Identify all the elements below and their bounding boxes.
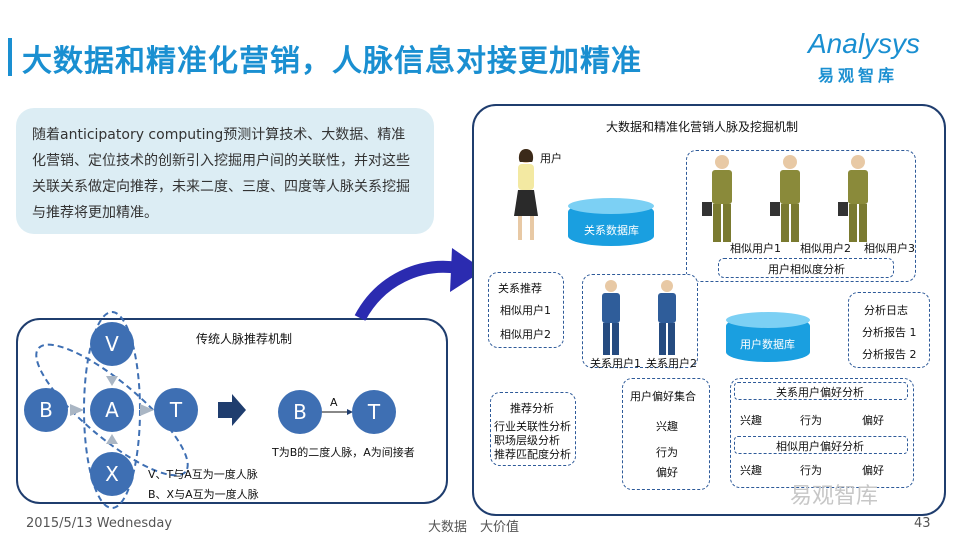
relation-user-icon-1: [602, 280, 620, 355]
relation-db-top: [568, 198, 654, 214]
result-node-b: B: [278, 390, 322, 434]
bigdata-title: 大数据和精准化营销人脉及挖掘机制: [606, 120, 799, 134]
page-number: 43: [914, 516, 931, 531]
businessman-icon-3: [838, 155, 868, 242]
watermark-text: 易观智库: [790, 484, 879, 509]
relation-user-2: 关系用户2: [646, 357, 697, 370]
businessman-icon-1: [702, 155, 732, 242]
rel-pref-title: 关系用户偏好分析: [776, 386, 864, 399]
note-v-t: V、T与A互为一度人脉: [148, 468, 258, 481]
note-b-x: B、X与A互为一度人脉: [148, 488, 259, 501]
user-person-icon: [514, 149, 538, 240]
sim-pref-col-1: 兴趣: [740, 464, 762, 477]
result-node-t: T: [352, 390, 396, 434]
sim-pref-col-2: 行为: [800, 464, 822, 477]
big-curved-arrow: [354, 260, 459, 321]
pref-set-item-2: 行为: [656, 446, 678, 459]
log-item-1: 分析日志: [864, 304, 908, 317]
similar-user-3: 相似用户3: [864, 242, 915, 255]
rec-item-2: 相似用户2: [500, 328, 551, 341]
sim-pref-title: 相似用户偏好分析: [776, 440, 864, 453]
node-x: X: [90, 452, 134, 496]
footer-date: 2015/5/13 Wednesday: [26, 516, 173, 531]
logo-subtitle: 易观智库: [818, 66, 899, 85]
pref-set-title: 用户偏好集合: [630, 390, 696, 403]
rec-analysis-1: 行业关联性分析: [494, 420, 571, 433]
analysys-logo: Analysys: [808, 28, 921, 59]
rel-pref-header: [734, 382, 908, 400]
traditional-title: 传统人脉推荐机制: [196, 332, 293, 346]
intro-text: 随着anticipatory computing预测计算技术、大数据、精准化营销…: [16, 108, 434, 234]
rec-item-1: 相似用户1: [500, 304, 551, 317]
user-label: 用户: [540, 152, 562, 165]
pref-set-box: [622, 378, 710, 490]
arrow-a-t: [140, 404, 154, 416]
relation-users-box: [582, 274, 698, 368]
rel-pref-col-2: 行为: [800, 414, 822, 427]
node-b: B: [24, 388, 68, 432]
node-a: A: [90, 388, 134, 432]
logs-box: [848, 292, 930, 368]
page-title: 大数据和精准化营销，人脉信息对接更加精准: [22, 44, 642, 79]
result-edge-label-a: A: [330, 396, 338, 409]
arrow-b-a: [70, 404, 84, 416]
arrow-x-a: [106, 434, 118, 444]
recommend-analysis-title: 推荐分析: [510, 402, 554, 415]
pref-set-item-3: 偏好: [656, 466, 678, 479]
relation-recommend-title: 关系推荐: [498, 282, 542, 295]
similar-user-1: 相似用户1: [730, 242, 781, 255]
note-second-degree: T为B的二度人脉，A为间接者: [272, 446, 415, 459]
sim-pref-header: [734, 436, 908, 454]
dashed-ellipse-bt: [35, 343, 189, 477]
log-item-3: 分析报告 2: [862, 348, 917, 361]
block-arrow-result: [218, 394, 246, 426]
title-accent-bar: [8, 38, 12, 76]
log-item-2: 分析报告 1: [862, 326, 917, 339]
user-db-label: 用户数据库: [740, 338, 795, 351]
rel-pref-col-3: 偏好: [862, 414, 884, 427]
rel-pref-col-1: 兴趣: [740, 414, 762, 427]
pref-set-item-1: 兴趣: [656, 420, 678, 433]
relation-db-label: 关系数据库: [584, 224, 639, 237]
user-db-top: [726, 312, 810, 328]
rec-analysis-3: 推荐匹配度分析: [494, 448, 571, 461]
arrow-v-a: [106, 376, 118, 386]
businessman-icon-2: [770, 155, 800, 242]
relation-recommend-box: [488, 272, 564, 348]
similarity-analysis-label: 用户相似度分析: [768, 263, 845, 276]
footer-tagline: 大数据 大价值: [428, 520, 520, 535]
recommend-analysis-box: [490, 392, 576, 466]
similarity-analysis-box: [718, 258, 894, 278]
rec-analysis-2: 职场层级分析: [494, 434, 560, 447]
relation-user-1: 关系用户1: [590, 357, 641, 370]
similar-user-2: 相似用户2: [800, 242, 851, 255]
big-arrow-head: [450, 248, 484, 292]
relation-user-icon-2: [658, 280, 676, 355]
node-v: V: [90, 322, 134, 366]
node-t: T: [154, 388, 198, 432]
sim-pref-col-3: 偏好: [862, 464, 884, 477]
